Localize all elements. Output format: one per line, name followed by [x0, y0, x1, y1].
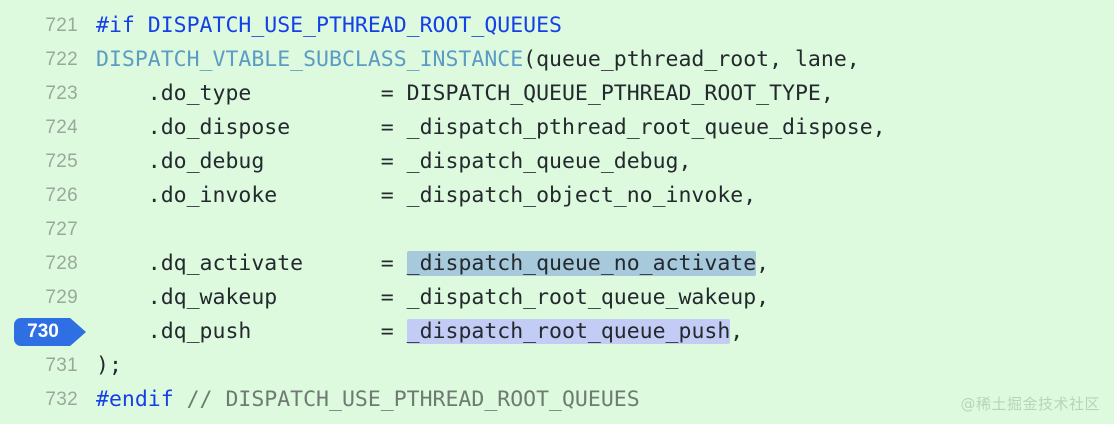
line-number: 732 — [45, 389, 78, 410]
code-line[interactable]: 729 .dq_wakeup = _dispatch_root_queue_wa… — [0, 281, 1114, 315]
line-number: 724 — [45, 117, 78, 138]
code-line-text[interactable]: .do_type = DISPATCH_QUEUE_PTHREAD_ROOT_T… — [96, 77, 834, 111]
line-number: 721 — [45, 15, 78, 36]
code-line[interactable]: 727 — [0, 213, 1114, 247]
code-token: .dq_wakeup = _dispatch_root_queue_wakeup… — [96, 285, 770, 310]
code-line-text[interactable]: .do_dispose = _dispatch_pthread_root_que… — [96, 111, 886, 145]
code-line-text[interactable]: .dq_push = _dispatch_root_queue_push, — [96, 315, 743, 349]
line-number: 731 — [45, 355, 78, 376]
code-token: .do_dispose = _dispatch_pthread_root_que… — [96, 115, 886, 140]
code-line[interactable]: 726 .do_invoke = _dispatch_object_no_inv… — [0, 179, 1114, 213]
code-line[interactable]: 728 .dq_activate = _dispatch_queue_no_ac… — [0, 247, 1114, 281]
code-token: DISPATCH_USE_PTHREAD_ROOT_QUEUES — [147, 13, 562, 38]
code-line-text[interactable]: .do_debug = _dispatch_queue_debug, — [96, 145, 692, 179]
code-token: #endif — [96, 387, 187, 412]
code-token: .do_type = DISPATCH_QUEUE_PTHREAD_ROOT_T… — [96, 81, 834, 106]
code-token: , — [730, 319, 744, 344]
code-line-text[interactable]: .do_invoke = _dispatch_object_no_invoke, — [96, 179, 756, 213]
line-number: 723 — [45, 83, 78, 104]
code-token: (queue_pthread_root, lane, — [523, 47, 860, 72]
code-token: .dq_activate = — [96, 251, 407, 276]
code-token: // DISPATCH_USE_PTHREAD_ROOT_QUEUES — [186, 387, 640, 412]
code-token: #if — [96, 13, 148, 38]
line-number: 728 — [45, 253, 78, 274]
line-number: 725 — [45, 151, 78, 172]
code-token: , — [756, 251, 770, 276]
highlighted-token: _dispatch_root_queue_push — [406, 319, 731, 344]
code-line-active[interactable]: 730 .dq_push = _dispatch_root_queue_push… — [0, 315, 1114, 349]
code-line-text[interactable]: #endif // DISPATCH_USE_PTHREAD_ROOT_QUEU… — [96, 383, 640, 417]
code-line[interactable]: 731); — [0, 349, 1114, 383]
active-line-badge — [14, 318, 86, 346]
line-number: 722 — [45, 49, 78, 70]
code-token: DISPATCH_VTABLE_SUBCLASS_INSTANCE — [96, 47, 524, 72]
code-line[interactable]: 724 .do_dispose = _dispatch_pthread_root… — [0, 111, 1114, 145]
line-number: 729 — [45, 287, 78, 308]
code-line-text[interactable]: #if DISPATCH_USE_PTHREAD_ROOT_QUEUES — [96, 9, 562, 43]
code-line[interactable]: 721 #if DISPATCH_USE_PTHREAD_ROOT_QUEUES — [0, 9, 1114, 43]
line-number: 720 — [0, 0, 78, 9]
code-line-text[interactable]: .dq_wakeup = _dispatch_root_queue_wakeup… — [96, 281, 769, 315]
code-line-text[interactable]: DISPATCH_VTABLE_SUBCLASS_INSTANCE(queue_… — [96, 43, 860, 77]
code-line[interactable]: 720 — [0, 0, 1114, 9]
code-line-text[interactable]: ); — [96, 349, 122, 383]
line-number: 730 — [27, 321, 59, 342]
code-line[interactable]: 722 DISPATCH_VTABLE_SUBCLASS_INSTANCE(que… — [0, 43, 1114, 77]
code-line[interactable]: 725 .do_debug = _dispatch_queue_debug, — [0, 145, 1114, 179]
code-token: .dq_push = — [96, 319, 407, 344]
code-token: .do_invoke = _dispatch_object_no_invoke, — [96, 183, 757, 208]
highlighted-token: _dispatch_queue_no_activate — [406, 251, 757, 276]
code-line[interactable]: 723 .do_type = DISPATCH_QUEUE_PTHREAD_RO… — [0, 77, 1114, 111]
line-number: 727 — [45, 219, 78, 240]
code-line[interactable]: 732 #endif // DISPATCH_USE_PTHREAD_ROOT_Q… — [0, 383, 1114, 417]
code-line-text[interactable]: .dq_activate = _dispatch_queue_no_activa… — [96, 247, 769, 281]
line-number: 726 — [45, 185, 78, 206]
code-token: ); — [96, 353, 122, 378]
code-token: .do_debug = _dispatch_queue_debug, — [96, 149, 692, 174]
